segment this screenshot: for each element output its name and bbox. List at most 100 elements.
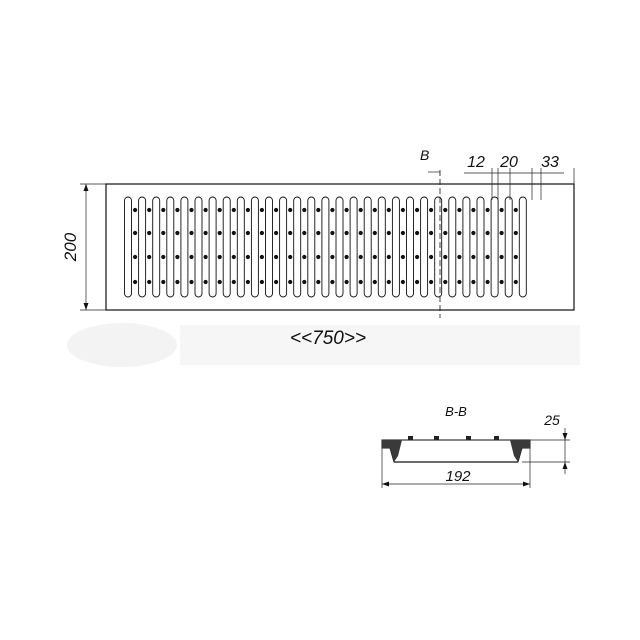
bolt-dot: [217, 207, 222, 213]
bolt-dot: [274, 230, 279, 236]
bolt-dot: [231, 279, 236, 285]
bolt-dot: [415, 230, 420, 236]
slot: [321, 196, 330, 298]
bolt-dot: [344, 254, 349, 260]
bolt-dot: [217, 254, 222, 260]
bolt-dot: [161, 254, 166, 260]
bolt-dot: [513, 279, 518, 285]
bolt-dot: [386, 207, 391, 213]
slot: [152, 196, 161, 298]
bolt-dot: [189, 254, 194, 260]
bolt-dot: [133, 254, 138, 260]
bolt-dot: [386, 279, 391, 285]
slot: [250, 196, 259, 298]
bolt-dot: [161, 207, 166, 213]
length-dimension-label: <<750>>: [290, 328, 366, 349]
bolt-dot: [161, 230, 166, 236]
depth-dimension: [522, 428, 570, 474]
bolt-dot: [217, 230, 222, 236]
bolt-dot: [189, 230, 194, 236]
slot: [279, 196, 288, 298]
bolt-dot: [471, 279, 476, 285]
bolt-dot: [429, 254, 434, 260]
bolt-dot: [274, 207, 279, 213]
width-dimension: [381, 448, 531, 488]
bolt-dot: [443, 254, 448, 260]
bolt-dot: [513, 207, 518, 213]
bolt-dot: [302, 230, 307, 236]
slot: [307, 196, 316, 298]
bolt-dot: [485, 279, 490, 285]
bolt-dot: [372, 279, 377, 285]
bolt-dot: [457, 230, 462, 236]
bolt-dot: [400, 279, 405, 285]
bolt-dot: [513, 254, 518, 260]
bolt-dot: [316, 230, 321, 236]
bolt-dot: [429, 230, 434, 236]
right-flange-hatch: [510, 440, 530, 462]
bolt-dot: [288, 230, 293, 236]
slot: [462, 196, 471, 298]
bolt-dot: [513, 230, 518, 236]
bolt-dot: [316, 254, 321, 260]
bolt-dot: [415, 254, 420, 260]
slot: [434, 196, 443, 298]
slot: [166, 196, 175, 298]
bolt-dot: [217, 279, 222, 285]
section-view: B-B 25 192: [381, 404, 570, 488]
bolt-group: [133, 207, 518, 285]
bolt-dot: [288, 279, 293, 285]
slot: [208, 196, 217, 298]
bolt-dot: [471, 230, 476, 236]
bolt-dot: [175, 254, 180, 260]
bolt-dot: [344, 207, 349, 213]
bolt-dot: [302, 207, 307, 213]
slot: [363, 196, 372, 298]
bolt-dot: [175, 230, 180, 236]
bolt-dot: [231, 230, 236, 236]
bolt-dot: [330, 230, 335, 236]
bolt-dot: [245, 207, 250, 213]
bolt-dot: [499, 207, 504, 213]
bolt-dot: [457, 279, 462, 285]
bolt-dot: [485, 254, 490, 260]
bolt-dot: [372, 207, 377, 213]
bolt-dot: [288, 254, 293, 260]
bolt-dot: [245, 230, 250, 236]
bolt-dot: [288, 207, 293, 213]
bolt-dot: [499, 254, 504, 260]
slot: [391, 196, 400, 298]
edge-margin-label: 33: [541, 154, 559, 171]
bolt-dot: [344, 279, 349, 285]
plan-view: B 200 <<750>> 12 20 33: [61, 147, 575, 349]
section-marker-label: B: [420, 147, 429, 163]
bolt-dot: [259, 279, 264, 285]
bolt-dot: [133, 230, 138, 236]
slot: [335, 196, 344, 298]
bolt-dot: [443, 279, 448, 285]
bolt-dot: [147, 279, 152, 285]
watermark: [67, 323, 580, 367]
slot: [349, 196, 358, 298]
bolt-dot: [429, 279, 434, 285]
bolt-dot: [443, 230, 448, 236]
bolt-dot: [259, 207, 264, 213]
bolt-dot: [175, 279, 180, 285]
bolt-dot: [302, 254, 307, 260]
bolt-dot: [203, 207, 208, 213]
slot: [490, 196, 499, 298]
slot: [420, 196, 429, 298]
bolt-dot: [203, 230, 208, 236]
bolt-dot: [316, 207, 321, 213]
bolt-dot: [344, 230, 349, 236]
slot: [377, 196, 386, 298]
slot: [222, 196, 231, 298]
height-dimension-label: 200: [61, 232, 80, 262]
bolt-dot: [415, 279, 420, 285]
bolt-dot: [147, 207, 152, 213]
slot: [180, 196, 189, 298]
bolt-dot: [358, 230, 363, 236]
bolt-dot: [358, 207, 363, 213]
bolt-dot: [457, 207, 462, 213]
